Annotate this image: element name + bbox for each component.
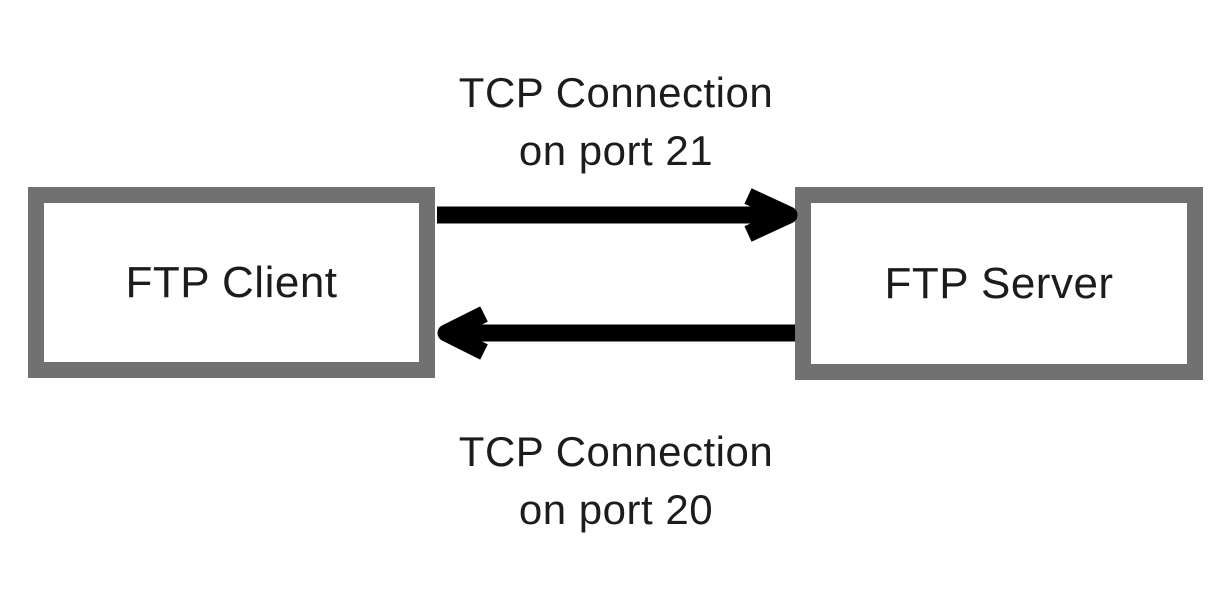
- ftp-client-label: FTP Client: [125, 257, 338, 307]
- label-tcp-connection-port-21: TCP Connection on port 21: [458, 69, 774, 174]
- label-tcp-connection-port-20: TCP Connection on port 20: [458, 428, 774, 533]
- arrow-client-to-server: [437, 188, 798, 242]
- arrowhead-right-icon: [744, 188, 798, 242]
- ftp-server-label: FTP Server: [884, 258, 1114, 308]
- arrowhead-left-icon: [437, 306, 488, 360]
- node-ftp-server: FTP Server: [795, 187, 1203, 380]
- arrow-server-to-client: [437, 306, 795, 360]
- node-ftp-client: FTP Client: [28, 187, 435, 378]
